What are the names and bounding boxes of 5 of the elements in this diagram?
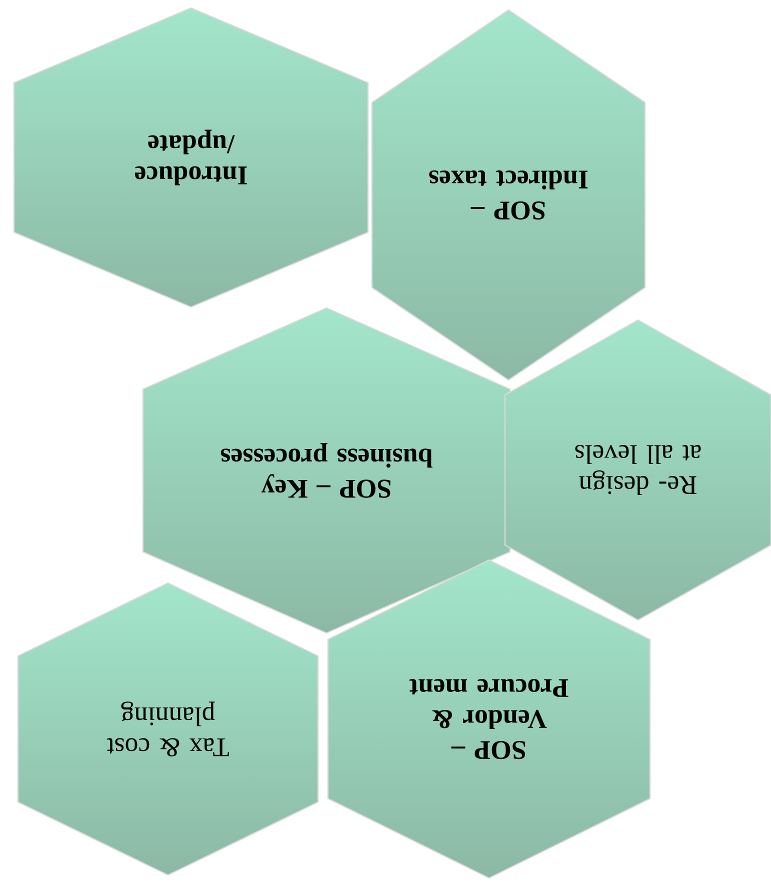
hexagon: Introduce /update <box>13 7 369 308</box>
hexagon: Tax & cost planning <box>17 582 319 876</box>
hexagon: SOP – Indirect taxes <box>371 9 646 381</box>
hexagon: SOP – Vendor & Procure ment <box>327 559 651 879</box>
hexagon: Re- design at all levels <box>504 319 771 621</box>
